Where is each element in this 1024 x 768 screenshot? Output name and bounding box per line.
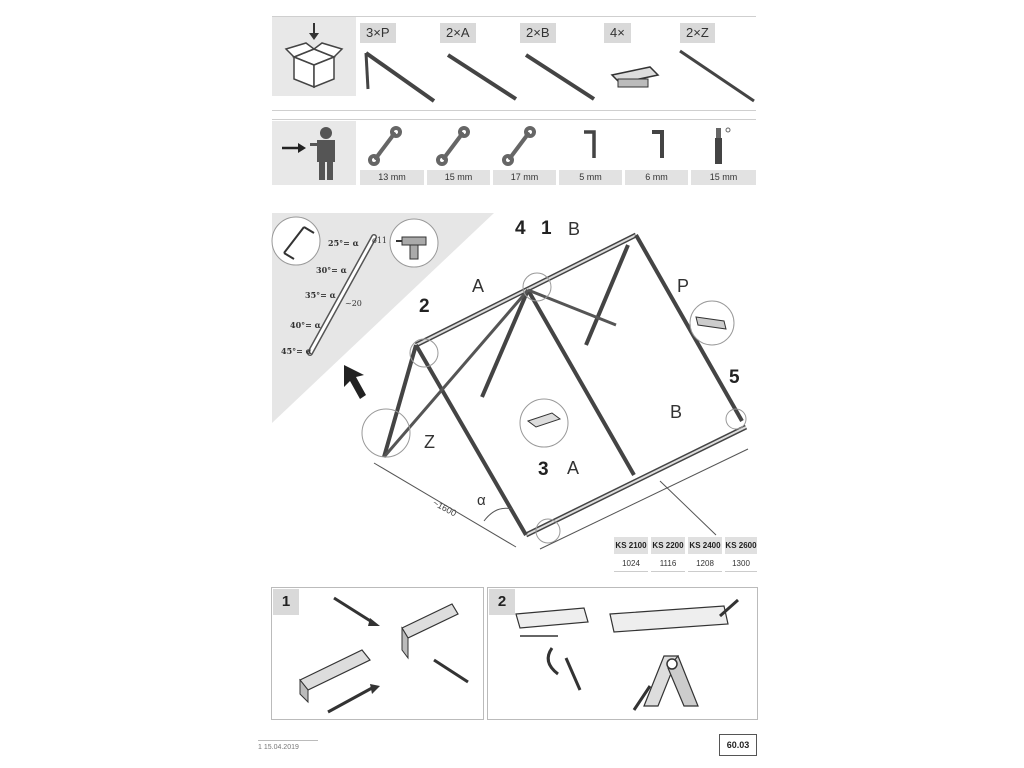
part-z-rail <box>679 49 755 103</box>
part-a-rail <box>446 53 518 101</box>
main-assembly-drawing <box>271 213 749 550</box>
detail-panel-1-number: 1 <box>273 589 299 615</box>
tool-size-2: 15 mm <box>427 170 490 185</box>
callout-circle-1 <box>522 272 552 302</box>
part-qty-a: 2×A <box>440 23 476 43</box>
wrench-13-icon <box>368 126 402 166</box>
hole-diameter-label: ø11 <box>372 236 387 245</box>
label-z: Z <box>424 432 435 452</box>
part-qty-p: 3×P <box>360 23 396 43</box>
callout-number-4: 4 <box>515 218 526 239</box>
part-clip <box>610 66 660 88</box>
label-a-top: A <box>472 276 485 296</box>
angle-inset-background <box>272 213 494 423</box>
wrench-17-icon <box>502 126 536 166</box>
length-dimension-line <box>373 462 517 548</box>
detail-panel-1-drawing <box>299 596 469 714</box>
detail-panel-2-number: 2 <box>489 589 515 615</box>
part-qty-b: 2×B <box>520 23 556 43</box>
parts-illustrations <box>364 49 755 103</box>
detail-panel-1: 1 <box>271 587 484 720</box>
callout-circle-3 <box>535 518 561 544</box>
part-qty-z: 2×Z <box>680 23 715 43</box>
angle-35-label: 35°= α <box>305 290 336 300</box>
tool-size-3: 17 mm <box>493 170 556 185</box>
tool-size-1: 13 mm <box>360 170 424 185</box>
size-table-header-2: KS 2200 <box>651 537 685 554</box>
width-dimension-line <box>539 448 749 550</box>
footer-date: 1 15.04.2019 <box>258 744 299 751</box>
worker-icon-panel <box>272 121 356 185</box>
tool-size-5: 6 mm <box>625 170 688 185</box>
detail-panel-2: 2 <box>487 587 758 720</box>
detail-panel-2-drawing <box>515 598 739 711</box>
page-number: 60.03 <box>719 734 757 756</box>
tool-size-6: 15 mm <box>691 170 756 185</box>
angle-30-label: 30°= α <box>316 265 347 275</box>
angle-40-label: 40°= α <box>290 320 321 330</box>
up-arrow-icon <box>344 365 366 399</box>
label-b-bottom: B <box>670 402 683 422</box>
socket-wrench-icon <box>715 127 731 164</box>
size-table-header-4: KS 2600 <box>725 537 757 554</box>
part-qty-clip: 4× <box>604 23 631 43</box>
tools-illustrations <box>368 126 731 166</box>
table-pointer-line <box>659 480 717 536</box>
hex-key-6-icon <box>652 130 664 158</box>
saw-icon-circle <box>271 216 321 266</box>
size-table-value-1: 1024 <box>614 557 648 572</box>
worker-icon <box>282 127 335 180</box>
hex-key-5-icon <box>584 130 596 158</box>
callout-number-5: 5 <box>729 367 740 388</box>
angle-25-label: 25°= α <box>328 238 359 248</box>
parts-top-rule <box>272 16 756 17</box>
label-p: P <box>677 276 690 296</box>
size-table-header-3: KS 2400 <box>688 537 722 554</box>
size-table-header-1: KS 2100 <box>614 537 648 554</box>
alpha-arc <box>483 507 513 522</box>
footer-rule <box>258 740 318 741</box>
callout-circle-5 <box>725 408 747 430</box>
size-table-value-3: 1208 <box>688 557 722 572</box>
parts-bottom-rule <box>272 110 756 111</box>
label-a-bottom: A <box>567 458 580 478</box>
angle-45-label: 45°= α <box>281 346 312 356</box>
tool-size-4: 5 mm <box>559 170 622 185</box>
callout-number-2: 2 <box>419 296 430 317</box>
wrench-15-icon <box>436 126 470 166</box>
tools-top-rule <box>272 119 756 120</box>
callout-circle-z <box>361 408 411 458</box>
label-b-top: B <box>568 219 581 239</box>
part-p-bracket <box>364 51 436 103</box>
size-table-value-4: 1300 <box>725 557 757 572</box>
box-icon <box>284 23 344 89</box>
callout-number-3: 3 <box>538 459 549 480</box>
callout-circle-2 <box>409 338 439 368</box>
part-b-rail <box>524 53 596 101</box>
label-alpha: α <box>477 492 486 509</box>
hole-spacing-label: ~20 <box>345 299 362 308</box>
size-table-value-2: 1116 <box>651 557 685 572</box>
callout-number-1: 1 <box>541 218 552 239</box>
